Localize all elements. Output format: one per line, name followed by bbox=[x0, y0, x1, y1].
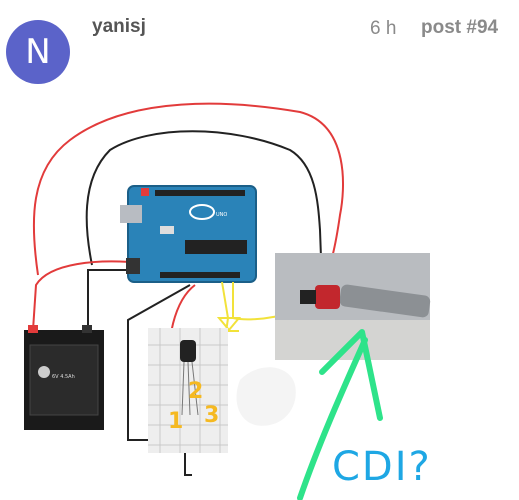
avatar-letter: N bbox=[25, 32, 51, 72]
black-wire-battery bbox=[87, 269, 130, 325]
transistor-photo: 1 2 3 bbox=[148, 328, 228, 453]
post-timestamp[interactable]: 6 h bbox=[370, 18, 397, 39]
diode bbox=[216, 317, 242, 332]
red-wire-loop bbox=[32, 102, 344, 291]
ignition-coil-photo bbox=[275, 253, 431, 360]
battery-label: 6V 4.5Ah bbox=[52, 374, 75, 380]
pin-label-1: 1 bbox=[168, 409, 183, 434]
cdi-annotation: CDI? bbox=[332, 444, 432, 490]
pin-label-2: 2 bbox=[188, 379, 203, 404]
arduino-board: UNO bbox=[120, 185, 257, 283]
post-number[interactable]: post #94 bbox=[421, 17, 499, 38]
username-link[interactable]: yanisj bbox=[92, 16, 146, 37]
whiteout-mark bbox=[236, 367, 296, 426]
battery: 6V 4.5Ah bbox=[24, 325, 104, 430]
avatar[interactable]: N bbox=[6, 20, 70, 84]
green-arrow-shaft bbox=[297, 337, 368, 500]
black-wire-loop bbox=[85, 130, 323, 286]
board-label: UNO bbox=[216, 212, 227, 218]
red-wire-battery bbox=[32, 260, 131, 331]
green-arrow-head bbox=[319, 329, 383, 421]
pin-label-3: 3 bbox=[204, 403, 219, 428]
